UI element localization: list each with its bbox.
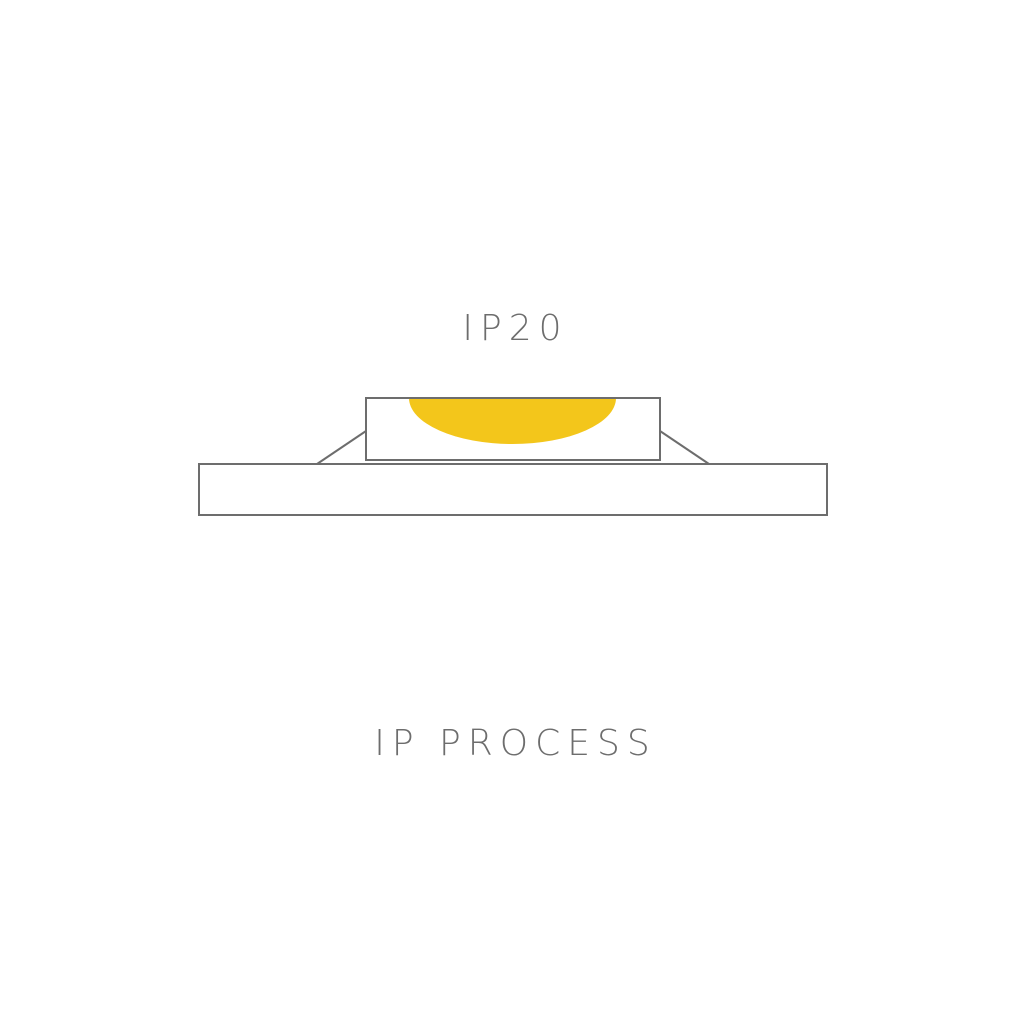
pcb-strip [198, 463, 828, 516]
caption: IP PROCESS [374, 723, 657, 764]
solder-right [659, 430, 710, 465]
solder-left [316, 430, 367, 465]
led-chip [365, 397, 661, 461]
led-emitter [409, 398, 616, 444]
ip-rating-label: IP20 [462, 308, 569, 349]
